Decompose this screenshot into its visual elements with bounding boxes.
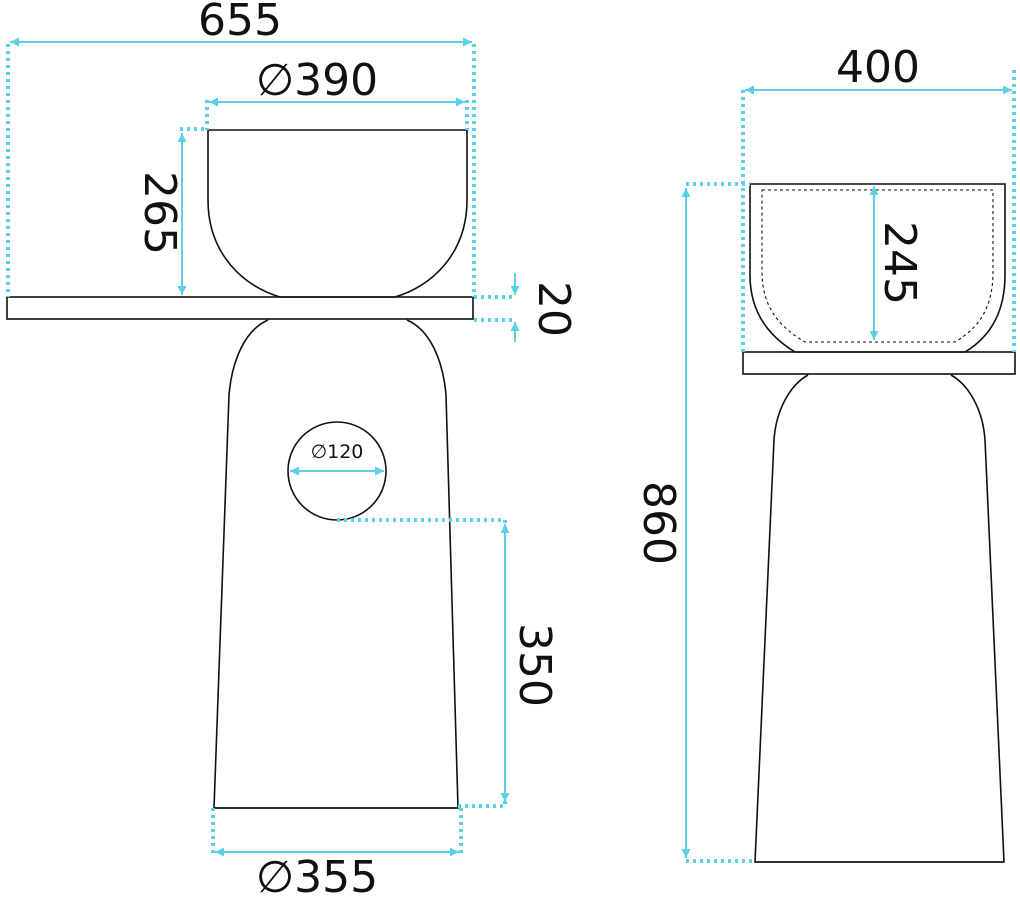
front-pedestal xyxy=(213,319,459,809)
side-view xyxy=(742,183,1016,863)
dim-655-extension xyxy=(6,44,476,297)
dim-860-extension xyxy=(686,182,755,863)
dim-355-extension xyxy=(211,808,463,856)
label-depth: 400 xyxy=(836,42,920,93)
label-drain-height: 350 xyxy=(509,623,560,707)
front-bowl xyxy=(207,129,468,298)
label-bowl-height: 265 xyxy=(134,171,185,255)
front-slab xyxy=(6,296,474,320)
dim-400-extension xyxy=(741,70,1016,352)
label-slab-thickness: 20 xyxy=(528,281,579,337)
dimension-lines xyxy=(6,37,1016,863)
dim-20-extension xyxy=(474,295,513,322)
dimension-labels: 655 ∅390 265 20 ∅120 350 ∅355 400 245 86… xyxy=(134,0,925,898)
dim-390-extension xyxy=(205,100,469,130)
label-inner-depth: 245 xyxy=(874,221,925,305)
side-bowl-inner xyxy=(761,189,994,343)
front-view xyxy=(6,129,474,809)
label-drain-hole: ∅120 xyxy=(311,441,364,463)
label-overall-width: 655 xyxy=(198,0,282,46)
side-pedestal xyxy=(754,374,1005,863)
label-bowl-diameter: ∅390 xyxy=(256,55,378,106)
side-bowl xyxy=(749,183,1006,353)
label-base-diameter: ∅355 xyxy=(256,852,378,898)
label-total-height: 860 xyxy=(633,481,684,565)
side-slab xyxy=(742,351,1016,375)
dim-350-extension xyxy=(337,518,507,808)
